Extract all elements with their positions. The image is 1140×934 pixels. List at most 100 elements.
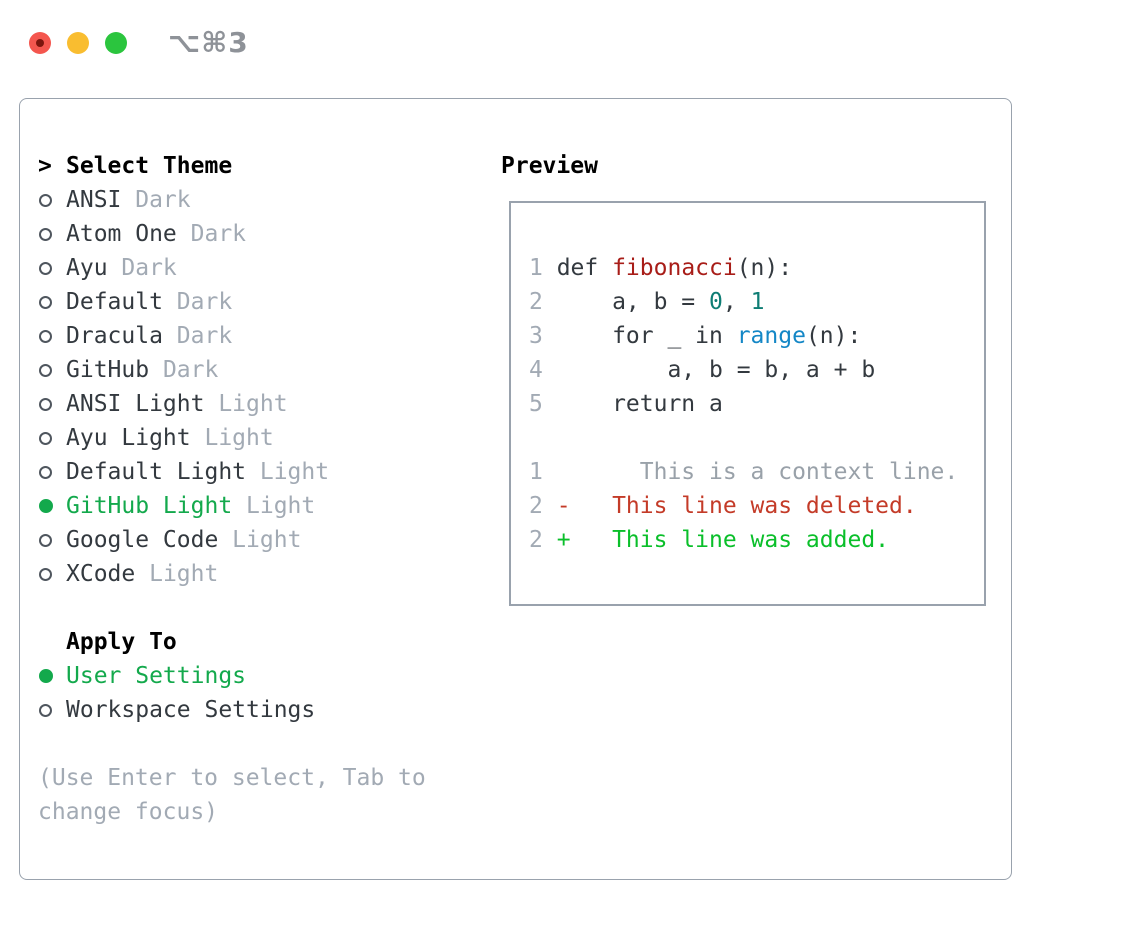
radio-icon [39, 329, 52, 343]
code-token: (n): [736, 255, 793, 281]
radio-prefix [38, 669, 66, 683]
radio-icon [39, 533, 52, 547]
code-line: 2 a, b = 0, 1 [529, 285, 984, 319]
theme-item[interactable]: ANSI Dark [38, 183, 501, 217]
radio-prefix [38, 397, 66, 411]
radio-prefix [38, 193, 66, 207]
theme-variant: Light [218, 527, 302, 553]
apply-to-option[interactable]: Workspace Settings [38, 693, 501, 727]
window-title-shortcut: ⌥⌘3 [168, 26, 249, 59]
theme-item[interactable]: Default Light Light [38, 455, 501, 489]
radio-prefix [38, 363, 66, 377]
code-token: return a [556, 391, 723, 417]
theme-item[interactable]: Ayu Dark [38, 251, 501, 285]
preview-header: Preview [501, 153, 598, 179]
selected-radio-icon [39, 669, 53, 683]
code-token: a, b = b, a + b [556, 357, 876, 383]
cursor-prefix-icon: > [38, 153, 52, 179]
theme-item[interactable]: ANSI Light Light [38, 387, 501, 421]
radio-prefix [38, 703, 66, 717]
theme-name: ANSI Light [66, 391, 205, 417]
theme-variant: Dark [162, 323, 233, 349]
code-token: def [556, 255, 613, 281]
code-line [529, 421, 984, 455]
radio-icon [39, 193, 52, 207]
radio-prefix [38, 295, 66, 309]
minimize-button[interactable] [67, 31, 89, 54]
select-theme-header-row: > Select Theme [38, 149, 501, 183]
theme-name: Ayu [66, 255, 108, 281]
theme-item[interactable]: Dracula Dark [38, 319, 501, 353]
apply-to-option[interactable]: User Settings [38, 659, 501, 693]
line-number: 2 [529, 527, 543, 553]
line-number: 2 [529, 289, 543, 315]
theme-variant: Light [135, 561, 219, 587]
radio-icon [39, 703, 52, 717]
theme-variant: Light [232, 493, 316, 519]
radio-icon [39, 227, 52, 241]
theme-name: GitHub [66, 357, 150, 383]
radio-icon [39, 567, 52, 581]
theme-name: ANSI [66, 187, 122, 213]
code-token: 0 [709, 289, 723, 315]
theme-name: GitHub Light [66, 493, 233, 519]
theme-item[interactable]: GitHub Dark [38, 353, 501, 387]
code-line: 2+ This line was added. [529, 523, 984, 557]
code-line: 1 This is a context line. [529, 455, 984, 489]
theme-item[interactable]: GitHub Light Light [38, 489, 501, 523]
theme-item[interactable]: Ayu Light Light [38, 421, 501, 455]
code-token: , [722, 289, 751, 315]
theme-item[interactable]: Google Code Light [38, 523, 501, 557]
code-token: 1 [750, 289, 765, 315]
theme-variant: Dark [107, 255, 177, 281]
line-number: 4 [529, 357, 543, 383]
theme-name: Default [66, 289, 163, 315]
line-number: 5 [529, 391, 543, 417]
radio-icon [39, 465, 52, 479]
code-token: (n): [805, 323, 862, 349]
selected-radio-icon [39, 499, 53, 513]
select-theme-header: Select Theme [66, 153, 233, 179]
radio-prefix [38, 465, 66, 479]
radio-prefix [38, 499, 66, 513]
radio-prefix [38, 261, 66, 275]
code-token: This is a context line. [556, 459, 959, 485]
theme-variant: Light [190, 425, 274, 451]
radio-prefix [38, 227, 66, 241]
keyboard-hint: (Use Enter to select, Tab to change focu… [38, 765, 426, 825]
radio-prefix [38, 533, 66, 547]
code-token: for _ in [556, 323, 737, 349]
theme-item[interactable]: Default Dark [38, 285, 501, 319]
code-token: a, b = [556, 289, 710, 315]
radio-prefix [38, 567, 66, 581]
theme-variant: Dark [121, 187, 191, 213]
theme-item[interactable]: XCode Light [38, 557, 501, 591]
radio-icon [39, 397, 52, 411]
close-button[interactable] [29, 31, 51, 54]
theme-name: Ayu Light [66, 425, 191, 451]
apply-to-header: Apply To [66, 629, 177, 655]
theme-variant: Light [204, 391, 288, 417]
zoom-button[interactable] [105, 31, 127, 54]
theme-item[interactable]: Atom One Dark [38, 217, 501, 251]
radio-icon [39, 295, 52, 309]
radio-icon [39, 261, 52, 275]
theme-variant: Dark [162, 289, 233, 315]
titlebar: ⌥⌘3 [29, 26, 249, 59]
theme-name: Default Light [66, 459, 247, 485]
code-token: range [736, 323, 806, 349]
theme-variant: Dark [176, 221, 247, 247]
radio-icon [39, 431, 52, 445]
apply-to-label: User Settings [66, 663, 247, 689]
theme-name: Google Code [66, 527, 219, 553]
theme-variant: Light [246, 459, 330, 485]
line-number: 1 [529, 255, 543, 281]
line-number: 3 [529, 323, 543, 349]
close-dot-icon [36, 38, 44, 47]
